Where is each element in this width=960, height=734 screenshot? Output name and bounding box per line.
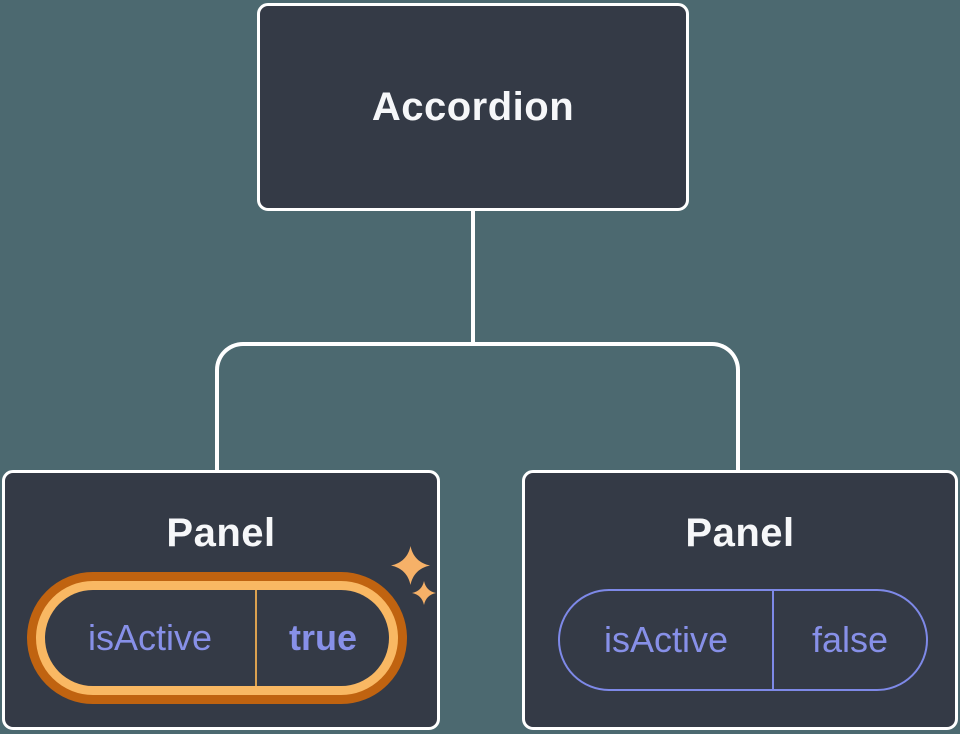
tree-connector-stem bbox=[471, 210, 475, 346]
sparkle-icon bbox=[412, 581, 436, 605]
state-pill-highlighted: isActive true bbox=[27, 572, 407, 704]
state-pill-divider bbox=[255, 590, 257, 686]
state-key-label: isActive bbox=[603, 619, 729, 660]
component-node-panel-inactive: Panel isActive false bbox=[522, 470, 958, 730]
state-pill-body: isActive true bbox=[45, 590, 389, 686]
component-name-label: Accordion bbox=[371, 84, 575, 129]
component-node-accordion: Accordion bbox=[257, 3, 689, 211]
component-node-panel-active: Panel isActive true bbox=[2, 470, 440, 730]
component-name-label: Panel bbox=[166, 511, 276, 555]
state-value-label: false bbox=[811, 619, 889, 660]
state-pill-divider bbox=[772, 591, 774, 689]
sparkle-icon bbox=[391, 546, 430, 585]
tree-connector-branch bbox=[215, 342, 740, 473]
state-value-label: true bbox=[288, 617, 357, 658]
state-key-label: isActive bbox=[87, 617, 213, 658]
component-name-label: Panel bbox=[685, 511, 795, 555]
state-pill: isActive false bbox=[558, 589, 928, 691]
